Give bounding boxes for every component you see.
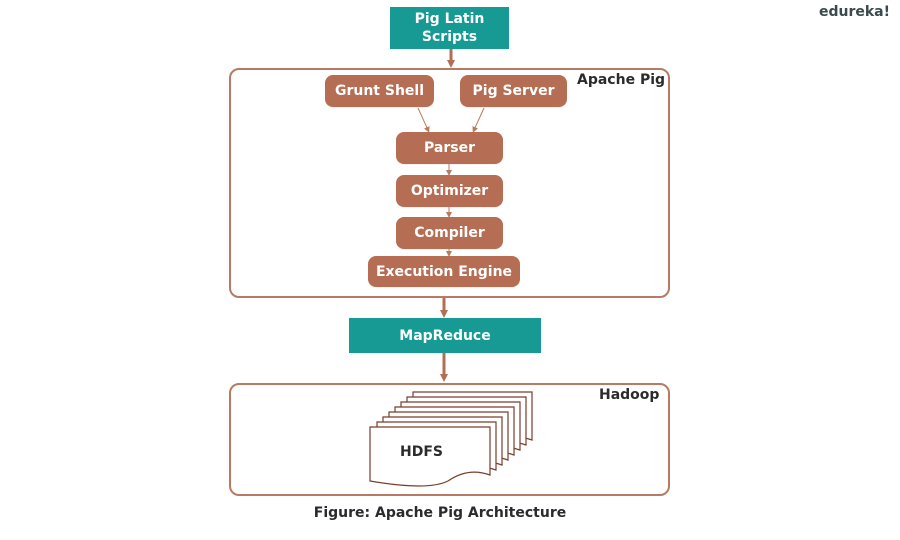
compiler-node: Compiler (396, 217, 503, 249)
apache-pig-container (229, 68, 670, 298)
compiler-label: Compiler (414, 225, 485, 241)
grunt-shell-label: Grunt Shell (334, 83, 425, 99)
optimizer-node: Optimizer (396, 175, 503, 207)
figure-caption: Figure: Apache Pig Architecture (313, 505, 567, 521)
pig-latin-scripts-label: Pig Latin Scripts (414, 11, 485, 45)
pig-server-node: Pig Server (460, 75, 567, 107)
optimizer-label: Optimizer (410, 183, 489, 199)
pig-latin-scripts-box: Pig Latin Scripts (390, 7, 509, 49)
parser-label: Parser (424, 140, 475, 156)
execution-engine-label: Execution Engine (375, 263, 513, 280)
apache-pig-label: Apache Pig (577, 72, 666, 88)
pig-server-label: Pig Server (472, 83, 555, 99)
hdfs-document-stack (369, 391, 533, 487)
grunt-shell-node: Grunt Shell (325, 75, 434, 107)
hadoop-container (229, 383, 670, 496)
hdfs-label: HDFS (400, 444, 443, 460)
mapreduce-label: MapReduce (399, 327, 491, 344)
execution-engine-node: Execution Engine (368, 256, 520, 287)
parser-node: Parser (396, 132, 503, 164)
arrow-grunt-to-parser (417, 107, 430, 133)
arrow-server-to-parser (472, 107, 485, 133)
hadoop-label: Hadoop (599, 387, 660, 403)
edureka-logo: edureka! (818, 4, 890, 20)
mapreduce-box: MapReduce (349, 318, 541, 353)
